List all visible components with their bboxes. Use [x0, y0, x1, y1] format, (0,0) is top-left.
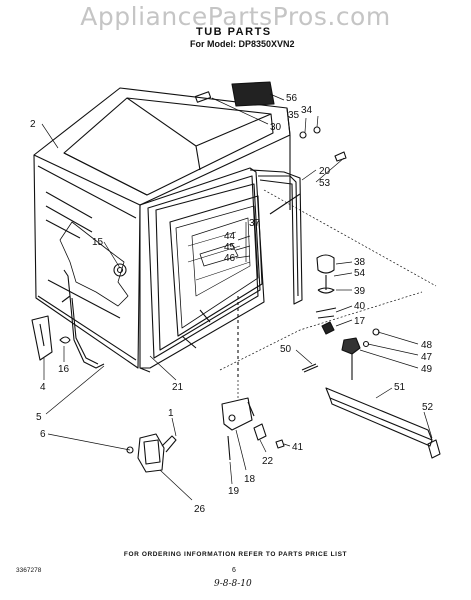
- callout: 19: [228, 486, 240, 497]
- part-56-clip: [194, 91, 212, 103]
- diagram-title: TUB PARTS: [196, 26, 272, 38]
- part-26-valve: [126, 433, 177, 473]
- callout: 37: [249, 218, 261, 229]
- callout: 44: [224, 231, 236, 242]
- leveling-assembly: [301, 254, 380, 373]
- ordering-note: FOR ORDERING INFORMATION REFER TO PARTS …: [123, 551, 348, 558]
- callout: 4: [40, 382, 46, 393]
- callout: 16: [58, 364, 70, 375]
- callout: 5: [36, 412, 42, 423]
- part-35-nut: [299, 131, 307, 139]
- seal-strip: [249, 169, 303, 305]
- callout: 50: [280, 344, 292, 355]
- callout: 35: [288, 110, 300, 121]
- part-16-grommet: [59, 336, 71, 344]
- callout: 48: [421, 340, 433, 351]
- part-53-screw: [334, 151, 347, 162]
- door-gasket: [139, 167, 265, 369]
- callout: 2: [30, 119, 36, 130]
- page-number: 6: [232, 567, 236, 574]
- callout: 18: [244, 474, 256, 485]
- callout: 1: [168, 408, 174, 419]
- callout: 26: [194, 504, 206, 515]
- callout: 54: [354, 268, 366, 279]
- callout: 52: [422, 402, 434, 413]
- callout: 20: [319, 166, 331, 177]
- callout: 34: [301, 105, 313, 116]
- leader-lines: [41, 93, 437, 501]
- callout: 6: [40, 429, 46, 440]
- part-34-screw: [313, 126, 321, 134]
- callout: 15: [92, 237, 104, 248]
- callout: 51: [394, 382, 406, 393]
- callout: 41: [292, 442, 304, 453]
- callout: 38: [354, 257, 366, 268]
- tub-outline: [33, 87, 301, 373]
- part-5-hose: [69, 295, 105, 369]
- callout: 17: [354, 316, 366, 327]
- part-22-screw: [253, 423, 267, 441]
- callout: 49: [421, 364, 433, 375]
- callout: 56: [286, 93, 298, 104]
- watermark: AppliancePartsPros.com: [80, 2, 391, 31]
- part-56-plate: [231, 81, 275, 107]
- callout: 45: [224, 242, 236, 253]
- part-4-hinge: [31, 315, 53, 361]
- callout: 30: [270, 122, 282, 133]
- callout: 53: [319, 178, 331, 189]
- part-18-sensor: [221, 397, 255, 461]
- callout-numbers: 56 34 35 30 2 20 53 37 44 45 46 15 38 54…: [30, 93, 434, 515]
- callout: 21: [172, 382, 184, 393]
- callout: 22: [262, 456, 274, 467]
- callout: 46: [224, 253, 236, 264]
- model-line: For Model: DP8350XVN2: [190, 39, 295, 49]
- part-41-nut: [275, 439, 285, 449]
- part-52-bracket: [427, 439, 441, 459]
- code-number: 3367278: [16, 567, 42, 574]
- callout: 39: [354, 286, 366, 297]
- callout: 47: [421, 352, 433, 363]
- handwritten-note: 9-8-8-10: [214, 579, 252, 589]
- callout: 40: [354, 301, 366, 312]
